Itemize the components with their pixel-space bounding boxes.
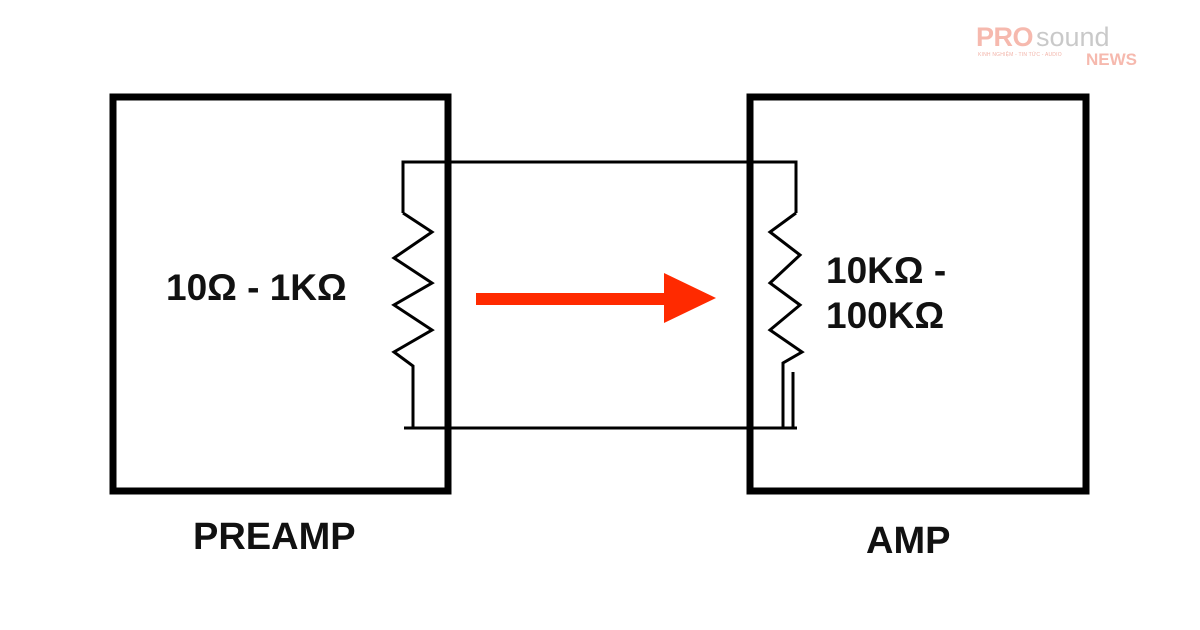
amp-box bbox=[746, 93, 1090, 495]
logo-pro-text: PRO bbox=[976, 22, 1034, 52]
signal-direction-arrow-icon bbox=[476, 273, 716, 323]
amp-impedance-label-line2: 100KΩ bbox=[826, 295, 944, 336]
arrow-head bbox=[664, 273, 716, 323]
preamp-box bbox=[109, 93, 452, 495]
bottom-ground-wire bbox=[411, 372, 795, 430]
preamp-impedance-label: 10Ω - 1KΩ bbox=[166, 267, 347, 308]
arrow-shaft bbox=[476, 293, 671, 305]
logo-sound-text: sound bbox=[1036, 22, 1110, 52]
logo-tagline: KINH NGHIỆM - TIN TỨC - AUDIO bbox=[978, 52, 1062, 58]
prosound-news-logo: PRO sound KINH NGHIỆM - TIN TỨC - AUDIO … bbox=[976, 22, 1146, 74]
amp-title: AMP bbox=[866, 520, 950, 562]
amp-impedance-label-line1: 10KΩ - bbox=[826, 250, 946, 291]
amp-input-resistor-icon bbox=[767, 211, 805, 428]
preamp-output-resistor-icon bbox=[391, 211, 435, 372]
logo-news-text: NEWS bbox=[1086, 50, 1137, 69]
top-signal-wire bbox=[401, 160, 798, 213]
preamp-title: PREAMP bbox=[193, 516, 356, 558]
